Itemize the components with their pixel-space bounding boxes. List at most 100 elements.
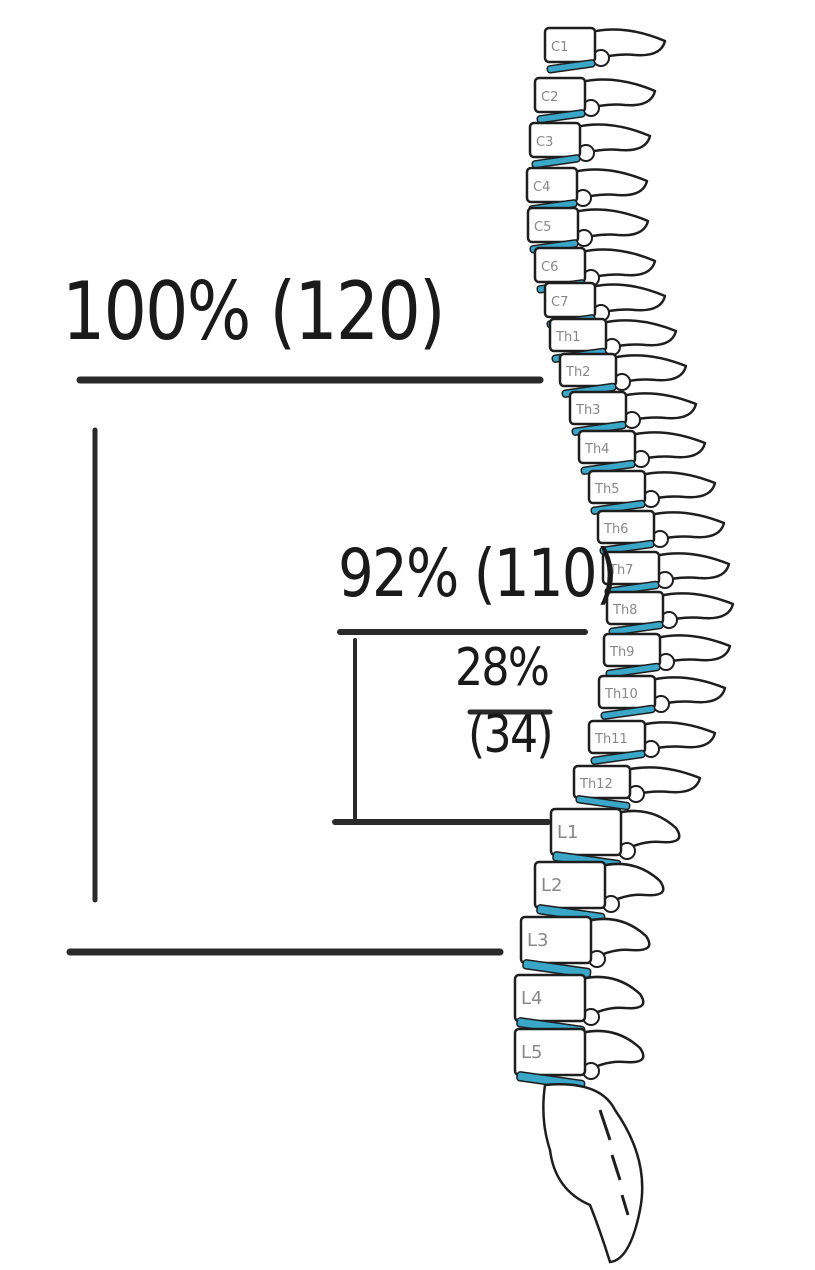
vertebra-th4: Th4 <box>577 429 707 475</box>
vertebra-label: Th4 <box>584 442 609 457</box>
vertebra-label: Th8 <box>612 603 637 618</box>
label-28-percent: 28% <box>455 638 550 698</box>
vertebra-process <box>640 721 717 753</box>
vertebra-l5: L5 <box>513 1027 645 1091</box>
vertebra-body <box>558 352 618 388</box>
vertebra-process <box>575 123 652 157</box>
intervertebral-disc <box>546 59 596 74</box>
vertebra-process <box>655 634 732 666</box>
vertebra-body <box>525 166 579 204</box>
vertebra-process <box>573 208 650 242</box>
vertebra-body <box>526 206 580 244</box>
vertebra-body <box>549 807 623 857</box>
vertebra-th5: Th5 <box>587 469 717 515</box>
label-34-value: (34) <box>468 705 554 765</box>
vertebra-label: C4 <box>533 180 550 195</box>
intervertebral-disc <box>531 154 581 169</box>
vertebra-body <box>513 973 587 1023</box>
vertebra-label: C2 <box>541 90 558 105</box>
vertebra-th12: Th12 <box>572 764 702 811</box>
vertebra-body <box>528 121 582 159</box>
vertebra-body <box>587 719 647 755</box>
vertebra-l1: L1 <box>549 807 681 871</box>
vertebra-body <box>605 590 665 626</box>
vertebra-label: Th12 <box>579 777 613 792</box>
vertebra-process <box>600 862 665 908</box>
vertebra-th3: Th3 <box>568 390 698 436</box>
vertebra-label: L1 <box>557 822 578 843</box>
vertebra-label: Th1 <box>555 330 580 345</box>
sacral-foramina <box>598 1109 630 1216</box>
vertebra-l4: L4 <box>513 973 645 1037</box>
vertebra-body <box>543 281 597 319</box>
vertebra-th8: Th8 <box>605 590 735 636</box>
vertebra-label: Th11 <box>594 732 628 747</box>
vertebra-process <box>572 168 649 202</box>
vertebra-process <box>601 319 678 351</box>
vertebra-process <box>611 354 688 386</box>
intervertebral-disc <box>522 959 592 979</box>
vertebra-c4: C4 <box>525 166 649 214</box>
vertebra-th6: Th6 <box>596 509 726 555</box>
vertebra-c1: C1 <box>543 26 667 74</box>
vertebra-process <box>625 766 702 798</box>
vertebra-body <box>533 76 587 114</box>
vertebra-label: L4 <box>521 988 542 1009</box>
vertebra-label: Th6 <box>603 522 628 537</box>
vertebra-body <box>587 469 647 505</box>
vertebra-process <box>580 1029 645 1075</box>
measurement-lines <box>66 376 588 956</box>
vertebra-body <box>519 915 593 965</box>
intervertebral-disc <box>536 109 586 124</box>
vertebra-th10: Th10 <box>597 674 727 720</box>
vertebra-body <box>597 674 657 710</box>
vertebra-label: Th10 <box>604 687 638 702</box>
vertebra-body <box>572 764 632 800</box>
vertebra-label: C1 <box>551 40 568 55</box>
intervertebral-disc <box>608 620 664 636</box>
vertebra-c6: C6 <box>533 246 657 294</box>
vertebra-label: Th7 <box>608 563 633 578</box>
intervertebral-disc <box>590 749 646 765</box>
vertebra-label: Th5 <box>594 482 619 497</box>
vertebra-process <box>649 511 726 543</box>
label-100-percent: 100% (120) <box>62 265 446 358</box>
vertebra-body <box>513 1027 587 1077</box>
vertebra-body <box>602 632 662 668</box>
vertebra-body <box>548 317 608 353</box>
vertebra-c3: C3 <box>528 121 652 169</box>
vertebra-process <box>621 392 698 424</box>
vertebra-body <box>543 26 597 64</box>
vertebra-label: Th2 <box>565 365 590 380</box>
label-92-percent: 92% (110) <box>338 535 618 612</box>
vertebra-th7: Th7 <box>601 550 731 596</box>
vertebra-th1: Th1 <box>548 317 678 363</box>
vertebra-label: C5 <box>534 220 551 235</box>
vertebra-body <box>577 429 637 465</box>
vertebra-process <box>630 431 707 463</box>
vertebra-process <box>658 592 735 624</box>
vertebra-label: C7 <box>551 295 568 310</box>
vertebra-label: Th9 <box>609 645 634 660</box>
vertebra-label: C3 <box>536 135 553 150</box>
vertebra-process <box>640 471 717 503</box>
intervertebral-disc <box>575 795 631 811</box>
vertebra-c2: C2 <box>533 76 657 124</box>
vertebra-l3: L3 <box>519 915 651 979</box>
vertebra-label: L5 <box>521 1042 542 1063</box>
vertebra-process <box>580 248 657 282</box>
intervertebral-disc <box>605 662 661 678</box>
vertebra-th11: Th11 <box>587 719 717 765</box>
vertebra-body <box>533 860 607 910</box>
vertebra-process <box>580 975 645 1021</box>
sacrum <box>542 1083 644 1264</box>
vertebra-label: Th3 <box>575 403 600 418</box>
vertebra-body <box>601 550 661 586</box>
vertebra-process <box>590 283 667 317</box>
vertebra-process <box>654 552 731 584</box>
vertebra-process <box>586 917 651 963</box>
vertebra-process <box>590 28 667 62</box>
vertebra-label: L3 <box>527 930 548 951</box>
intervertebral-disc <box>600 704 656 720</box>
